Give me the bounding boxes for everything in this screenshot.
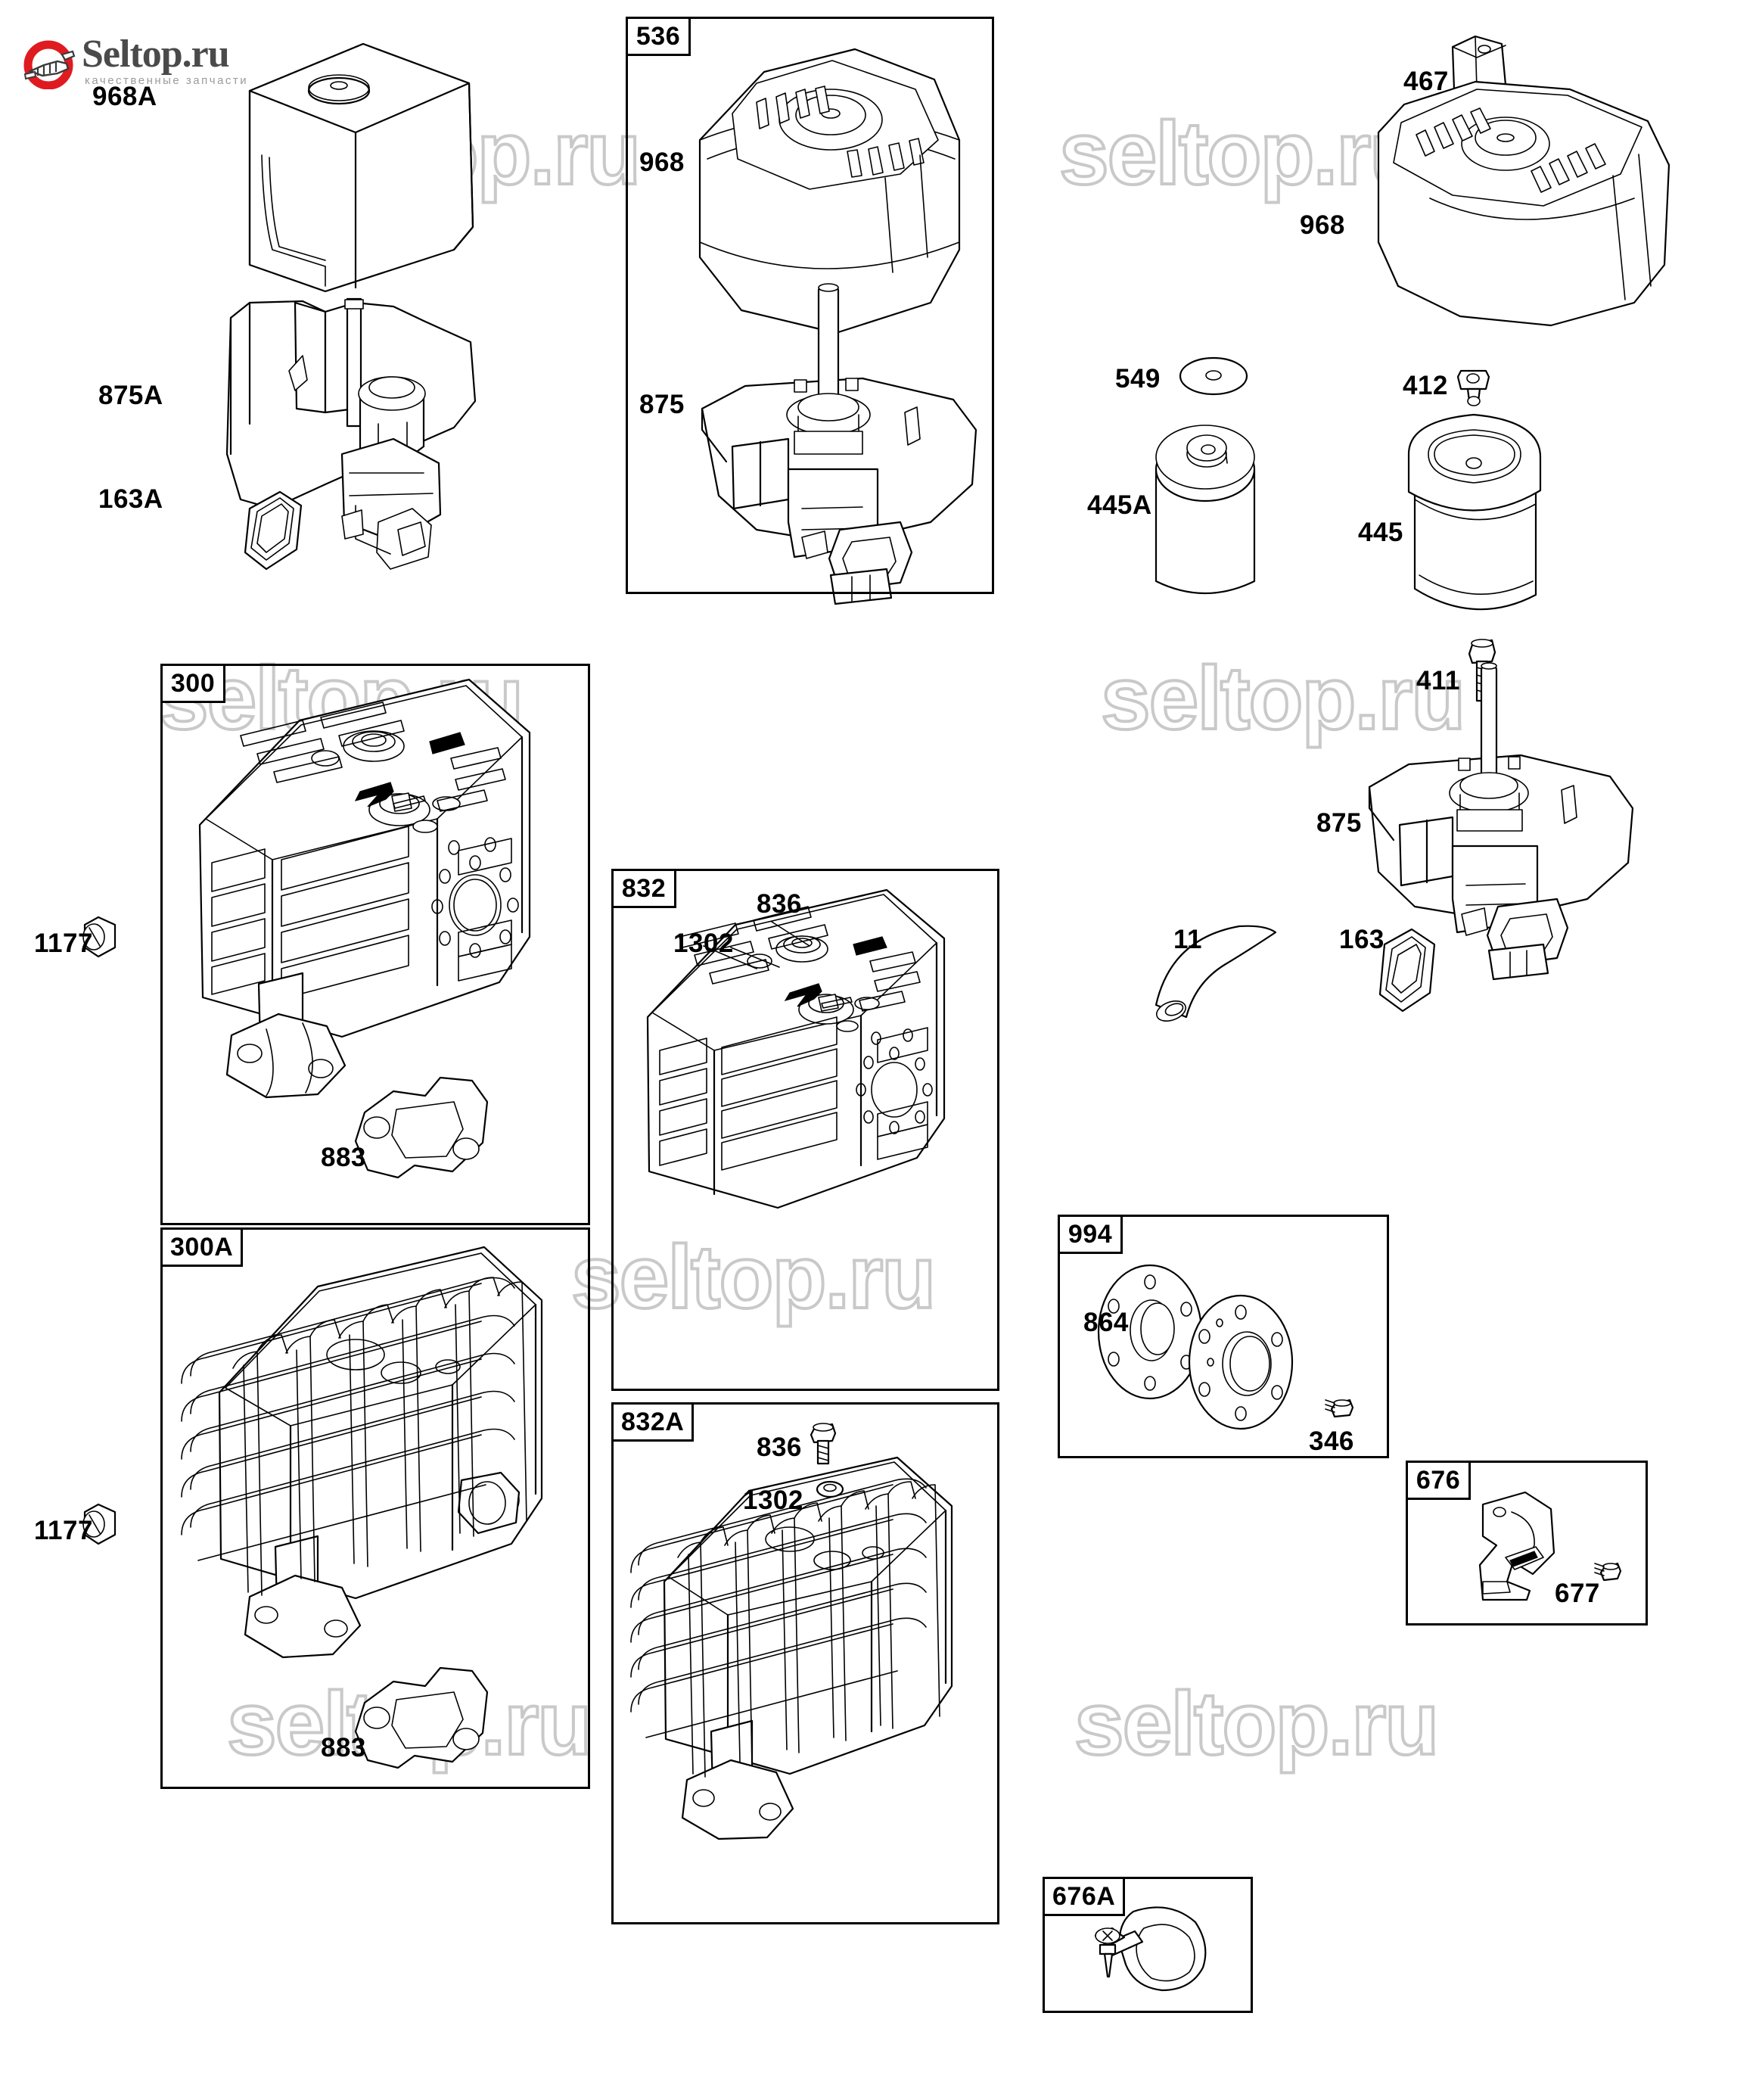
part-label-883-bottom[interactable]: 883 xyxy=(321,1733,366,1762)
part-label-549[interactable]: 549 xyxy=(1115,364,1161,394)
seltop-logo[interactable]: Seltop.ru качественные запчасти xyxy=(23,33,272,91)
group-tag-994: 994 xyxy=(1058,1215,1123,1254)
part-412-retainer xyxy=(1456,369,1490,406)
part-label-875a[interactable]: 875A xyxy=(98,381,163,410)
part-label-836-832a[interactable]: 836 xyxy=(757,1433,802,1462)
group-box-536[interactable]: 536 xyxy=(626,17,994,594)
seltop-logo-mark-icon xyxy=(23,40,76,89)
part-label-1177-bottom[interactable]: 1177 xyxy=(34,1516,93,1545)
watermark: seltop.ru xyxy=(1099,647,1467,750)
part-label-445[interactable]: 445 xyxy=(1358,518,1403,547)
part-label-411[interactable]: 411 xyxy=(1416,666,1460,695)
watermark: seltop.ru xyxy=(570,1226,937,1329)
group-box-832[interactable]: 832 xyxy=(611,869,999,1391)
part-label-1177-top[interactable]: 1177 xyxy=(34,929,93,958)
part-label-864[interactable]: 864 xyxy=(1083,1308,1129,1337)
part-label-467[interactable]: 467 xyxy=(1403,67,1449,96)
group-box-300[interactable]: 300 xyxy=(160,664,590,1225)
group-box-994[interactable]: 994 xyxy=(1058,1215,1389,1458)
group-box-300a[interactable]: 300A xyxy=(160,1227,590,1789)
part-label-445a[interactable]: 445A xyxy=(1087,490,1152,520)
watermark: seltop.ru xyxy=(1073,1672,1440,1775)
part-label-163[interactable]: 163 xyxy=(1339,925,1385,954)
group-tag-676a: 676A xyxy=(1043,1877,1126,1916)
group-tag-676: 676 xyxy=(1406,1461,1471,1500)
group-box-676[interactable]: 676 xyxy=(1406,1461,1648,1626)
group-tag-832a: 832A xyxy=(611,1402,695,1442)
part-label-1302-832[interactable]: 1302 xyxy=(673,929,734,958)
logo-brand-text: Seltop.ru xyxy=(82,33,230,76)
group-tag-536: 536 xyxy=(626,17,691,56)
part-label-11[interactable]: 11 xyxy=(1173,925,1202,954)
part-label-968a[interactable]: 968A xyxy=(92,82,157,111)
part-label-1302-832a[interactable]: 1302 xyxy=(743,1486,803,1515)
group-box-676a[interactable]: 676A xyxy=(1043,1877,1253,2013)
part-445a-cartridge xyxy=(1155,425,1256,595)
part-467-knob xyxy=(1451,35,1507,98)
group-tag-832: 832 xyxy=(611,869,676,908)
part-label-163a[interactable]: 163A xyxy=(98,484,163,514)
part-label-968-right[interactable]: 968 xyxy=(1300,210,1345,240)
group-tag-300a: 300A xyxy=(160,1227,244,1267)
part-label-412[interactable]: 412 xyxy=(1403,371,1448,400)
part-label-968[interactable]: 968 xyxy=(639,148,685,177)
watermark: seltop.ru xyxy=(1058,102,1425,205)
part-label-346[interactable]: 346 xyxy=(1309,1426,1354,1456)
group-tag-300: 300 xyxy=(160,664,225,703)
part-label-875-right[interactable]: 875 xyxy=(1316,808,1362,838)
part-label-677[interactable]: 677 xyxy=(1555,1579,1600,1608)
part-label-883-top[interactable]: 883 xyxy=(321,1143,366,1172)
part-445-element xyxy=(1407,413,1542,611)
part-411-screw xyxy=(1468,639,1496,702)
logo-tagline: качественные запчасти xyxy=(85,74,249,87)
group-box-832a[interactable]: 832A xyxy=(611,1402,999,1924)
part-11-hose xyxy=(1155,925,1277,1022)
watermark: seltop.ru xyxy=(275,102,642,205)
part-875a-base xyxy=(225,297,477,570)
part-label-875[interactable]: 875 xyxy=(639,390,685,419)
part-163-gasket-right xyxy=(1378,928,1436,1013)
part-label-836-832[interactable]: 836 xyxy=(757,889,802,919)
part-163a-gasket xyxy=(244,490,303,571)
part-549-cap xyxy=(1179,356,1248,396)
